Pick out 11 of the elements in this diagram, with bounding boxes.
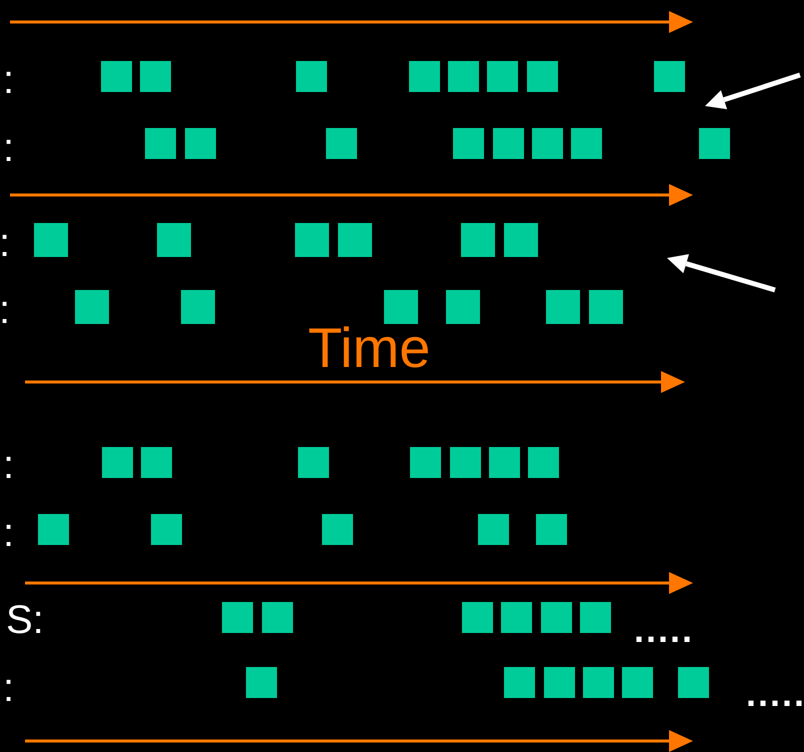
row-label: : [3, 668, 14, 708]
row-label: : [3, 445, 14, 485]
row-label: : [0, 223, 10, 263]
row-label: : [0, 290, 10, 330]
axis-title: Time [308, 320, 430, 376]
row-label: : [3, 60, 14, 100]
row-label: : [3, 513, 14, 553]
row-label: S: [6, 600, 44, 640]
row-label: : [3, 128, 14, 168]
ellipsis: ..... [634, 612, 694, 648]
ellipsis: ..... [746, 676, 804, 712]
